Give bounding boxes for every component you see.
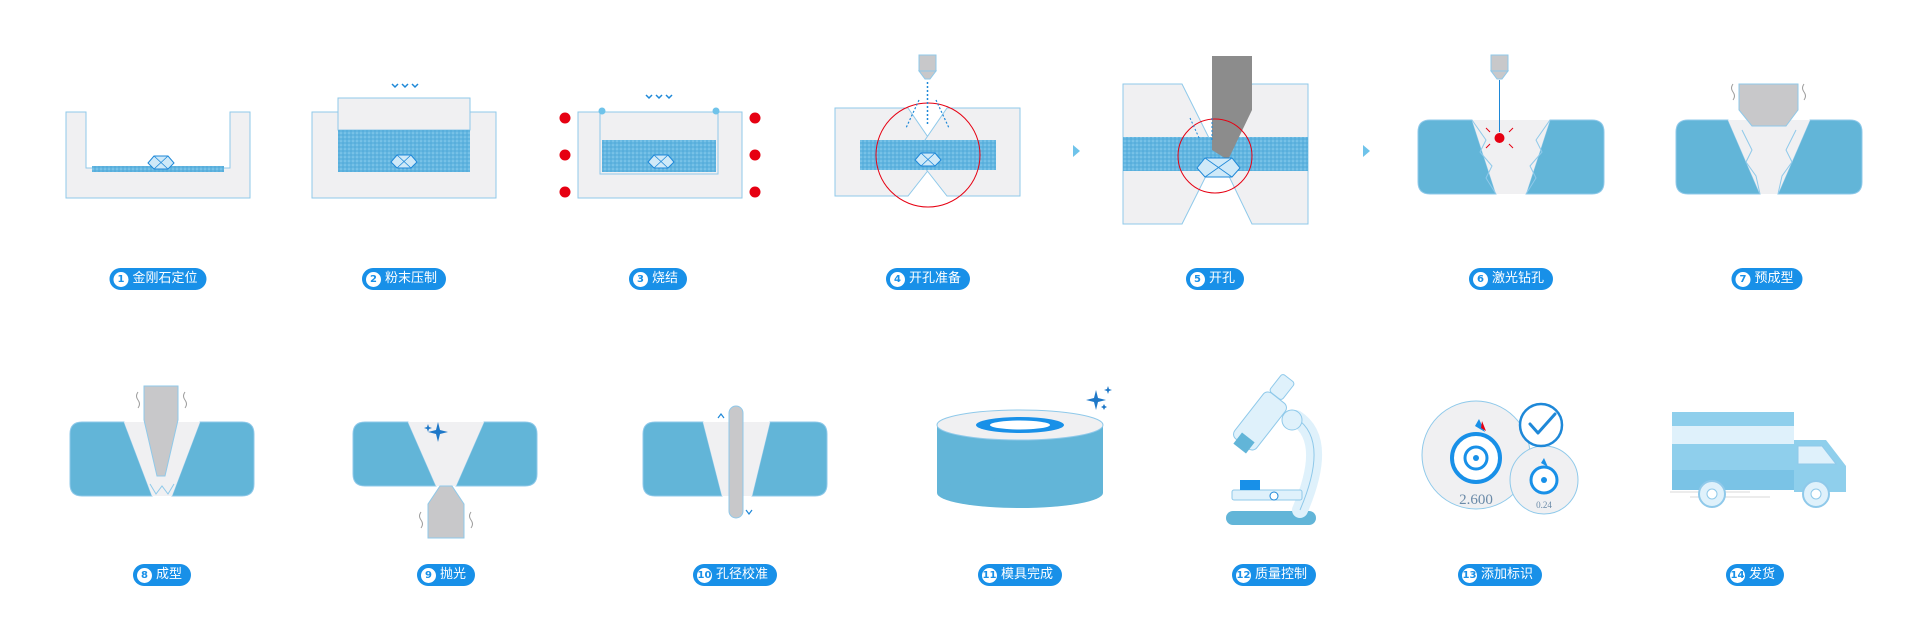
laser-nozzle-icon <box>918 54 937 80</box>
down-chevrons-icon <box>391 83 419 89</box>
drill-bit-icon <box>143 385 179 477</box>
big-die-mark: 2.600 <box>1459 492 1493 508</box>
step-number: 8 <box>136 567 152 583</box>
step-title: 成型 <box>155 567 183 582</box>
step-title: 质量控制 <box>1254 567 1308 582</box>
diamond-icon <box>1196 157 1241 178</box>
arrow-right-icon <box>1073 145 1080 157</box>
step-number: 7 <box>1735 271 1751 287</box>
step-11-illustration <box>936 386 1112 508</box>
diamond-icon <box>147 155 175 170</box>
step-7-illustration <box>1675 83 1863 195</box>
step-title: 添加标识 <box>1480 567 1534 582</box>
step-title: 开孔准备 <box>908 271 962 286</box>
step-title: 开孔 <box>1208 271 1236 286</box>
drill-bit-icon <box>427 485 465 539</box>
delivery-truck-icon <box>1670 412 1846 508</box>
step-4-illustration <box>834 54 1021 208</box>
step-9-illustration <box>352 421 538 539</box>
step-number: 6 <box>1472 271 1488 287</box>
step-number: 10 <box>696 567 712 583</box>
sparkle-icon <box>424 422 448 442</box>
diamond-icon <box>914 152 942 167</box>
step-number: 2 <box>365 271 381 287</box>
step-title: 粉末压制 <box>384 271 438 286</box>
step-number: 3 <box>632 271 648 287</box>
step-10-illustration <box>642 405 828 519</box>
heat-dot-icon <box>559 112 761 198</box>
step-1-illustration <box>65 111 251 199</box>
calibration-pin-icon <box>728 405 744 519</box>
step-title: 抛光 <box>439 567 467 582</box>
step-5-illustration <box>1122 56 1309 225</box>
sparkle-icon <box>1086 386 1112 410</box>
step-number: 9 <box>420 567 436 583</box>
marked-die-icon: 2.600 0.24 <box>1421 400 1579 515</box>
step-8-illustration <box>69 385 255 497</box>
step-title: 孔径校准 <box>715 567 769 582</box>
diamond-icon <box>647 154 675 169</box>
step-number: 5 <box>1189 271 1205 287</box>
arrow-right-icon <box>1363 145 1370 157</box>
step-number: 13 <box>1461 567 1477 583</box>
step-number: 1 <box>113 271 129 287</box>
diamond-icon <box>390 154 418 169</box>
microscope-icon <box>1226 374 1323 525</box>
check-circle-icon <box>1518 402 1564 448</box>
laser-nozzle-icon <box>1490 54 1509 80</box>
step-number: 4 <box>889 271 905 287</box>
step-number: 14 <box>1729 567 1745 583</box>
step-title: 金刚石定位 <box>132 271 198 286</box>
step-title: 发货 <box>1748 567 1776 582</box>
drill-bit-icon <box>1212 56 1252 160</box>
down-chevrons-icon <box>645 94 673 100</box>
step-2-illustration <box>311 83 497 199</box>
step-title: 激光钻孔 <box>1491 271 1545 286</box>
step-number: 12 <box>1235 567 1251 583</box>
step-6-illustration <box>1417 54 1605 195</box>
drill-bit-icon <box>1738 83 1799 127</box>
step-title: 模具完成 <box>1000 567 1054 582</box>
step-title: 烧结 <box>651 271 679 286</box>
small-die-mark: 0.24 <box>1536 500 1552 510</box>
step-number: 11 <box>981 567 997 583</box>
step-title: 预成型 <box>1754 271 1794 286</box>
step-3-illustration <box>559 94 761 199</box>
